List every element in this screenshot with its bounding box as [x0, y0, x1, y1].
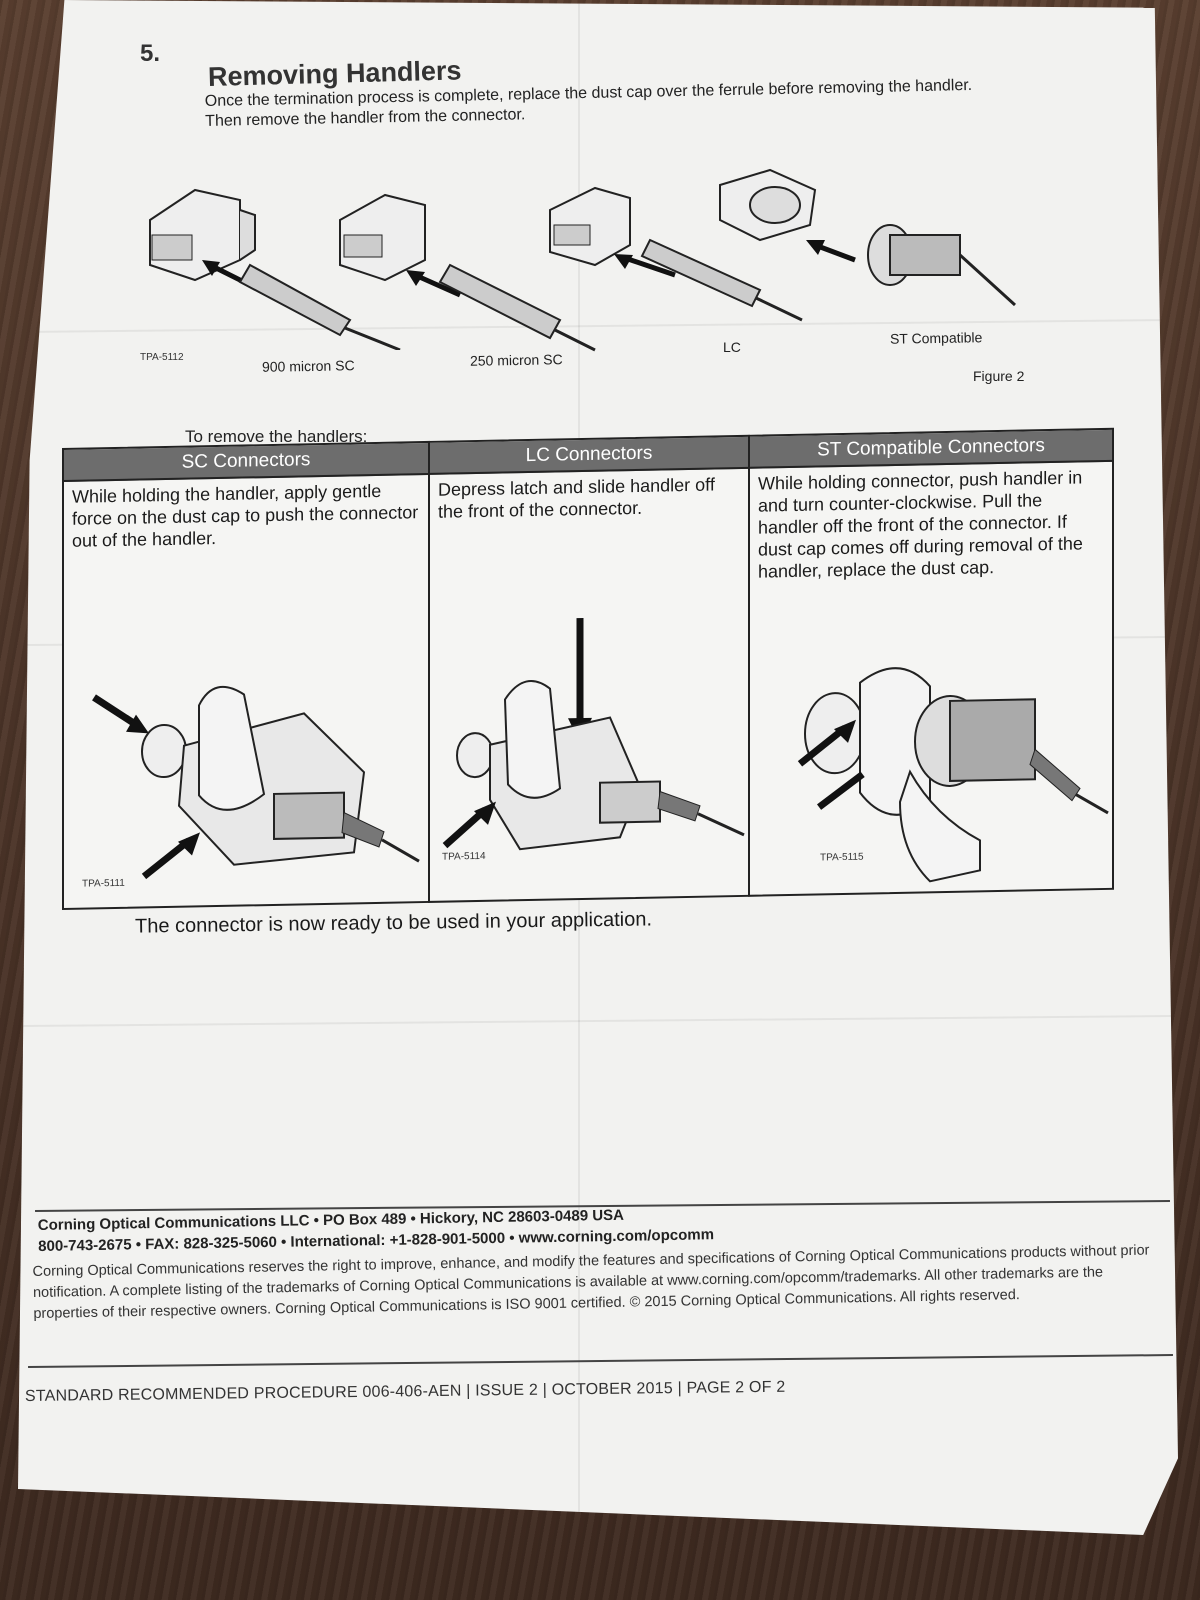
to-remove-heading: To remove the handlers:: [185, 427, 368, 446]
instructions-table: SC Connectors While holding the handler,…: [62, 427, 1114, 910]
sc-900-connector-illustration: [149, 188, 401, 350]
st-column-text: While holding connector, push handler in…: [758, 467, 1083, 582]
lc-removal-illustration: [442, 617, 745, 851]
sc-removal-illustration: [92, 685, 420, 880]
sc-figure-code: TPA-5111: [82, 877, 125, 890]
fold-crease: [18, 1014, 1178, 1028]
lc-column: LC Connectors Depress latch and slide ha…: [428, 434, 750, 903]
lc-figure-code: TPA-5114: [442, 850, 486, 863]
st-connector-illustration: [806, 224, 1017, 307]
sc-250-connector-illustration: [339, 193, 596, 352]
st-column: ST Compatible Connectors While holding c…: [748, 427, 1114, 897]
sc-column-text: While holding the handler, apply gentle …: [72, 480, 419, 551]
figure-caption: Figure 2: [973, 368, 1025, 384]
sc-column: SC Connectors While holding the handler,…: [62, 440, 430, 910]
section-number: 5.: [140, 40, 161, 67]
figure-label-900-sc: 900 micron SC: [261, 357, 355, 375]
st-figure-code: TPA-5115: [820, 851, 864, 864]
figure-label-st: ST Compatible: [889, 329, 983, 347]
lc-connector-illustration: [549, 186, 803, 322]
figure-code: TPA-5112: [140, 352, 184, 363]
st-removal-illustration: [797, 667, 1109, 883]
lc-column-text: Depress latch and slide handler off the …: [438, 474, 715, 522]
figure-label-lc: LC: [723, 339, 741, 355]
figure-label-250-sc: 250 micron SC: [469, 351, 563, 369]
st-handler-illustration: [719, 168, 817, 242]
